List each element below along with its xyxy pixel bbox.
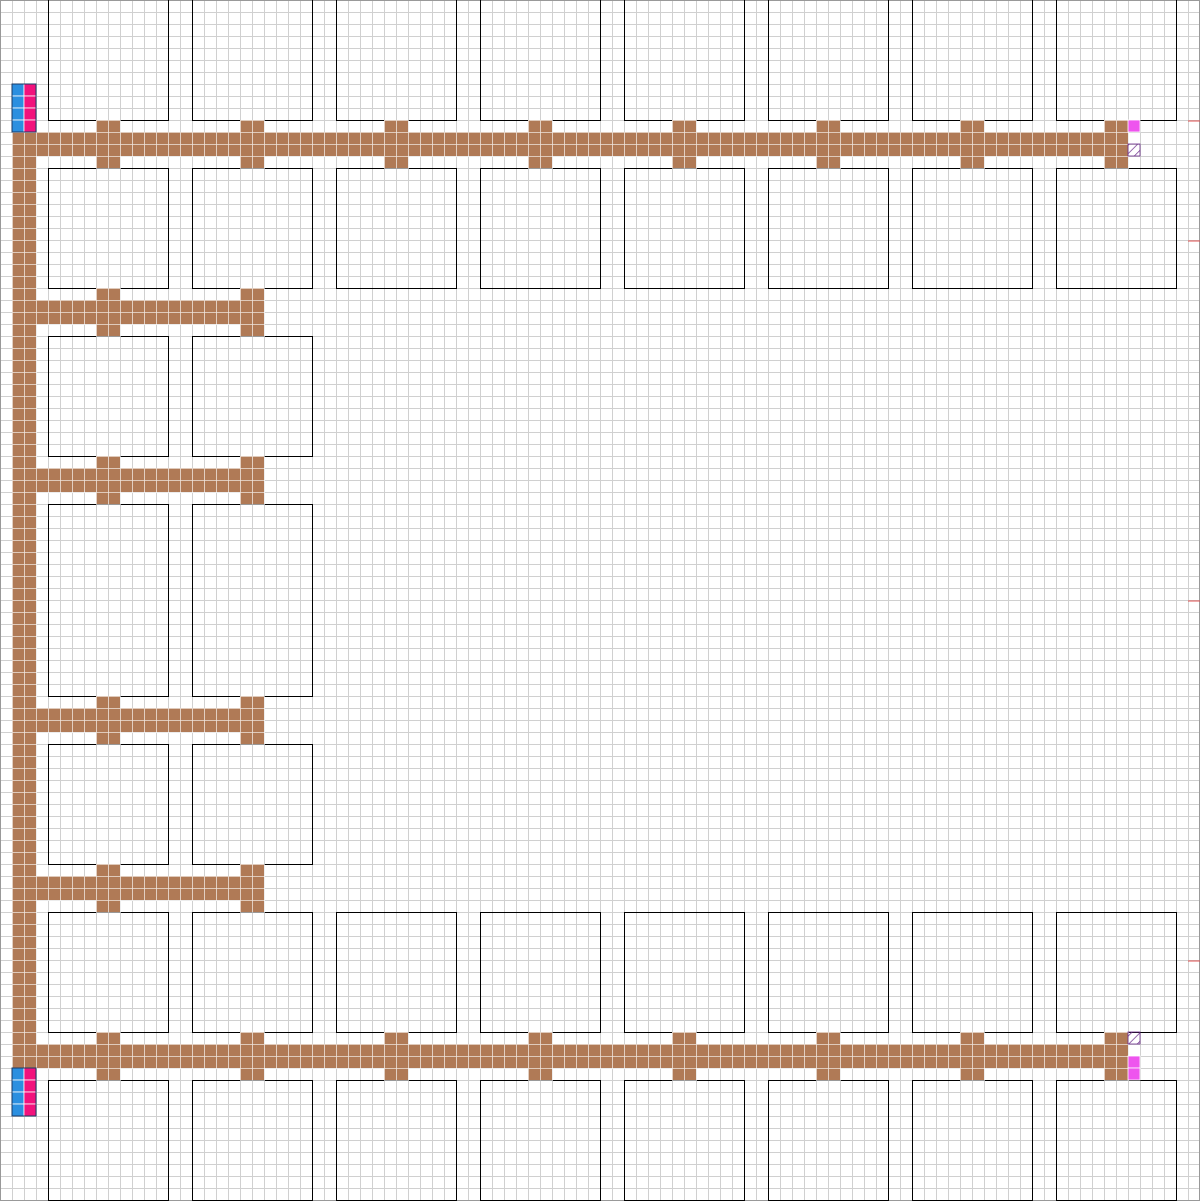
- entrance-bottom-pink-tile: [23, 1091, 37, 1105]
- magenta-block-icon: [1127, 1055, 1141, 1069]
- entrance-bottom-blue-tile: [11, 1079, 25, 1093]
- entrance-bottom-blue-tile: [11, 1103, 25, 1117]
- entrance-top-pink-tile: [23, 83, 37, 97]
- entrance-top-blue-tile: [11, 83, 25, 97]
- hatched-tile-icon: [1127, 1031, 1141, 1045]
- entrance-bottom-pink-tile: [23, 1079, 37, 1093]
- hatched-tile-icon: [1127, 143, 1141, 157]
- entrance-top-blue-tile: [11, 119, 25, 133]
- entrance-bottom-blue-tile: [11, 1067, 25, 1081]
- blue-pink-block-icon: [11, 83, 37, 133]
- entrance-top-blue-tile: [11, 107, 25, 121]
- entrance-top-blue-tile: [11, 95, 25, 109]
- marker-layer: [11, 83, 1141, 1117]
- entrance-top-pink-tile: [23, 107, 37, 121]
- blue-pink-block-icon: [11, 1067, 37, 1117]
- entrance-top-pink-tile: [23, 119, 37, 133]
- magenta-block-icon: [1127, 119, 1141, 133]
- entrance-bottom-pink-tile: [23, 1103, 37, 1117]
- entrance-top-pink-tile: [23, 95, 37, 109]
- entrance-bottom-blue-tile: [11, 1091, 25, 1105]
- entrance-bottom-pink-tile: [23, 1067, 37, 1081]
- magenta-block-icon: [1127, 1067, 1141, 1081]
